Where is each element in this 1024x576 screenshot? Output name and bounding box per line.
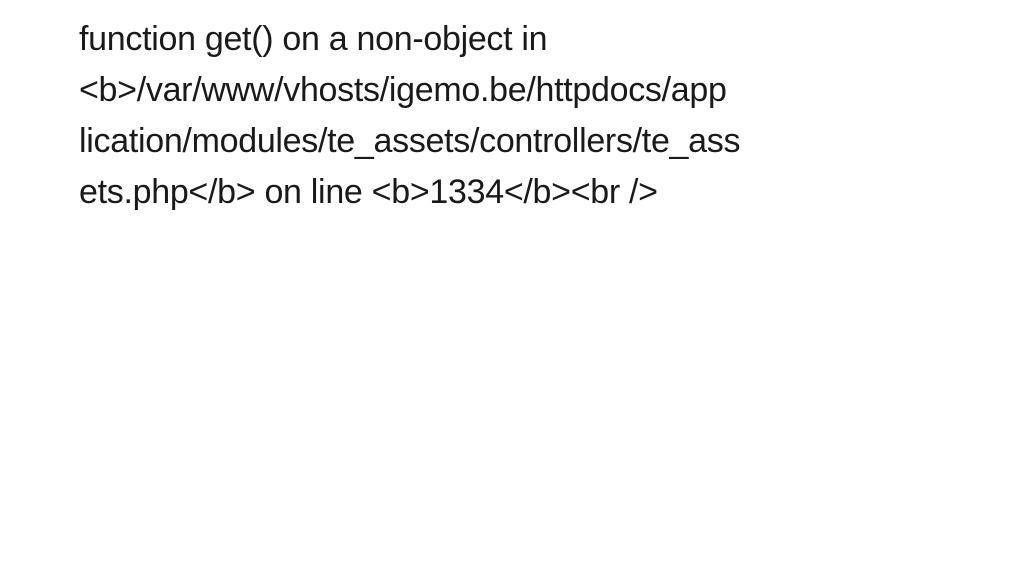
error-line-1: Fatal error: Call to a member — [79, 0, 951, 14]
error-line-2: function get() on a non-object in — [79, 20, 548, 58]
error-line-5: ets.php</b> on line <b>1334</b><br /> — [79, 173, 658, 211]
error-line-3: <b>/var/www/vhosts/igemo.be/httpdocs/app — [79, 71, 727, 109]
php-error-message: Fatal error: Call to a member function g… — [79, 0, 951, 218]
error-line-4: lication/modules/te_assets/controllers/t… — [79, 122, 741, 160]
